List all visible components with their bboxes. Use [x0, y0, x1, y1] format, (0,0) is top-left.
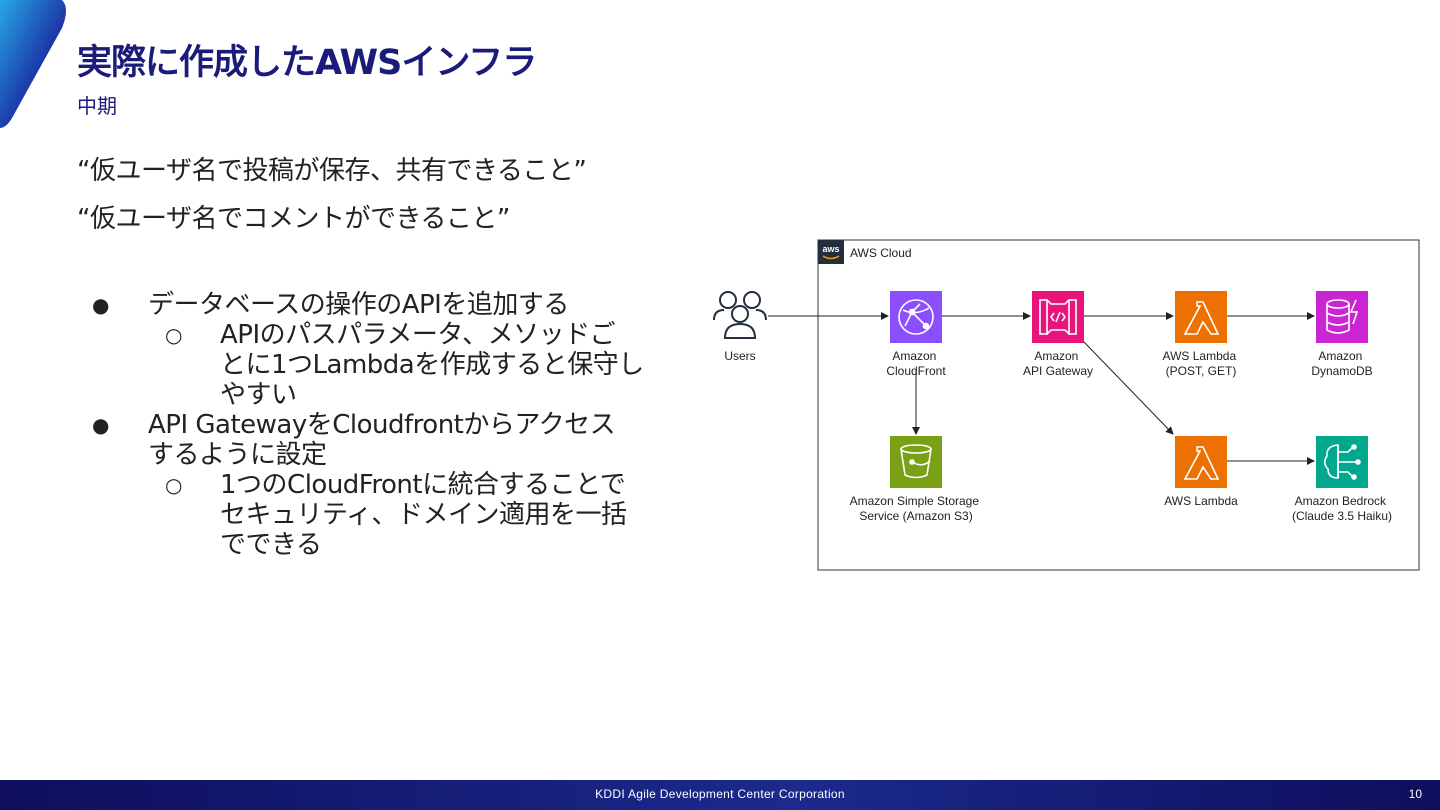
- sub-bullet-circle-icon: ○: [165, 473, 182, 497]
- slide-title: 実際に作成したAWSインフラ: [77, 43, 537, 83]
- bullet-item: ● API GatewayをCloudfrontからアクセス するように設定: [92, 410, 692, 470]
- bedrock-label: Amazon Bedrock (Claude 3.5 Haiku): [1292, 494, 1392, 523]
- dynamodb-node: [1316, 291, 1368, 343]
- sub-bullet-text: やすい: [220, 380, 297, 410]
- lambda-label: AWS Lambda: [1164, 494, 1238, 508]
- users-icon: [713, 291, 767, 339]
- lambda-icon: [1183, 301, 1220, 335]
- sub-bullet-text: 1つのCloudFrontに統合することで: [220, 470, 626, 500]
- s3-bucket-icon: [900, 444, 932, 479]
- aws-cloud-label: AWS Cloud: [850, 246, 912, 260]
- s3-label: Amazon Simple Storage Service (Amazon S3…: [850, 494, 983, 523]
- aws-logo-smile-icon: [822, 255, 840, 260]
- lambda-icon: [1183, 446, 1220, 480]
- aws-logo-icon: [818, 240, 844, 264]
- requirement-1: “仮ユーザ名で投稿が保存、共有できること”: [77, 156, 587, 186]
- bullet-item: ● データベースの操作のAPIを追加する: [92, 290, 692, 320]
- bullet-dot-icon: ●: [92, 293, 109, 317]
- footer-company: KDDI Agile Development Center Corporatio…: [595, 787, 845, 801]
- sub-bullet-text: APIのパスパラメータ、メソッドご: [220, 320, 616, 350]
- cloudfront-label: Amazon CloudFront: [886, 349, 946, 378]
- bullet-list: ● データベースの操作のAPIを追加する ○ APIのパスパラメータ、メソッドご…: [92, 290, 692, 560]
- users-label: Users: [724, 349, 755, 363]
- aws-architecture-diagram: aws AWS Cloud Users Amazon Cl: [700, 230, 1430, 580]
- sub-bullet-item: ○ 1つのCloudFrontに統合することで セキュリティ、ドメイン適用を一括…: [92, 470, 692, 560]
- edge-apigw-lambda2: [1083, 341, 1174, 435]
- api-gateway-icon: [1039, 299, 1077, 335]
- sub-bullet-text: でできる: [220, 530, 322, 560]
- api-gateway-label: Amazon API Gateway: [1023, 349, 1093, 378]
- aws-cloud-group: [817, 239, 1420, 571]
- s3-node: [890, 436, 942, 488]
- footer-bar: KDDI Agile Development Center Corporatio…: [0, 780, 1440, 810]
- dynamodb-label: Amazon DynamoDB: [1311, 349, 1372, 378]
- aws-logo-text: aws: [822, 244, 839, 254]
- corner-accent-shape: [0, 0, 66, 128]
- sub-bullet-text: とに1つLambdaを作成すると保守し: [220, 350, 644, 380]
- requirement-2: “仮ユーザ名でコメントができること”: [77, 204, 510, 234]
- bullet-text: API GatewayをCloudfrontからアクセス: [148, 410, 616, 440]
- sub-bullet-circle-icon: ○: [165, 323, 182, 347]
- bullet-dot-icon: ●: [92, 413, 109, 437]
- dynamodb-icon: [1326, 299, 1359, 334]
- cloudfront-icon: [898, 299, 934, 335]
- lambda-node: [1175, 436, 1227, 488]
- bedrock-brain-icon: [1323, 444, 1361, 480]
- lambda-node: [1175, 291, 1227, 343]
- sub-bullet-item: ○ APIのパスパラメータ、メソッドご とに1つLambdaを作成すると保守し …: [92, 320, 692, 410]
- slide-subtitle: 中期: [77, 94, 117, 118]
- bullet-text: データベースの操作のAPIを追加する: [148, 290, 569, 320]
- page-number: 10: [1408, 787, 1422, 801]
- lambda-label: AWS Lambda (POST, GET): [1163, 349, 1240, 378]
- bullet-text: するように設定: [148, 440, 327, 470]
- sub-bullet-text: セキュリティ、ドメイン適用を一括: [220, 500, 627, 530]
